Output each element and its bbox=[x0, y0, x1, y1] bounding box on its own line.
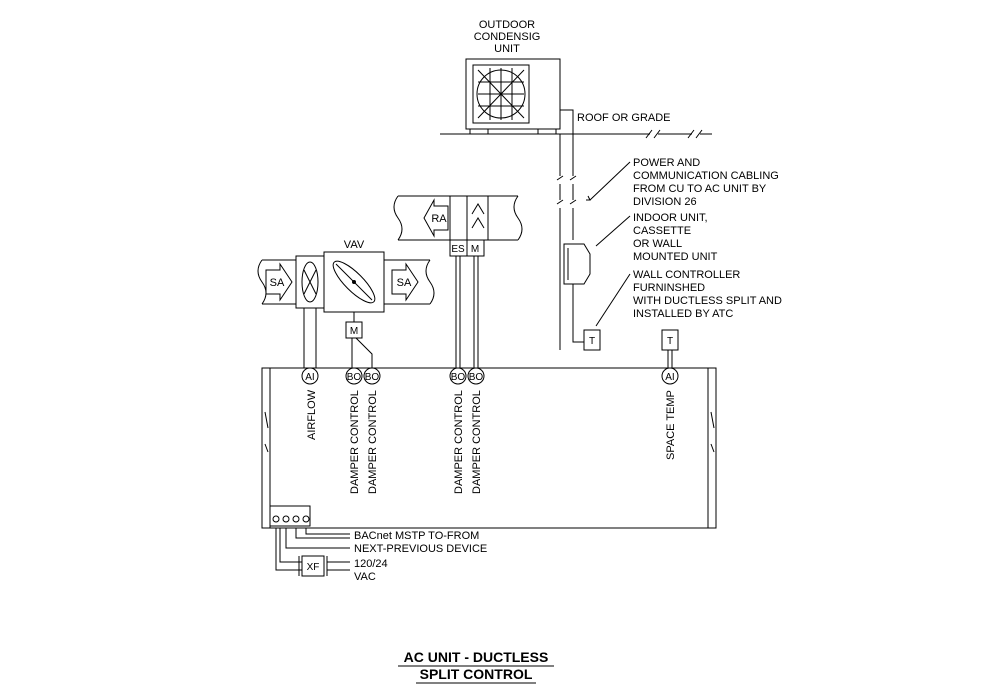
outdoor-label-line3: UNIT bbox=[494, 43, 520, 55]
bacnet-wiring-line1 bbox=[295, 528, 350, 539]
cabling-note-arrow-icon bbox=[586, 195, 591, 201]
terminal-block bbox=[269, 505, 311, 527]
vav-damper-blade-icon bbox=[332, 260, 376, 304]
supply-air-duct-downstream bbox=[384, 259, 435, 305]
io-space-temp-ai-label: AI bbox=[665, 372, 674, 383]
vav-motor-wires bbox=[351, 337, 373, 368]
controller-note-line1: WALL CONTROLLER bbox=[633, 269, 740, 281]
indoor-to-controller-wire bbox=[572, 284, 584, 343]
space-temp-wires bbox=[667, 350, 673, 368]
bacnet-label-line2: NEXT-PREVIOUS DEVICE bbox=[354, 543, 487, 555]
condenser-fan-icon bbox=[476, 68, 526, 120]
io-ra-bo1-label: BO bbox=[451, 372, 466, 383]
controller-note-leader bbox=[595, 273, 631, 327]
return-damper-box bbox=[449, 195, 489, 241]
io-terminal-ra-bo2 bbox=[467, 367, 485, 385]
outdoor-unit-foot-right bbox=[537, 128, 557, 135]
supply-air-label-downstream: SA bbox=[397, 277, 412, 289]
transformer-secondary-wires bbox=[275, 528, 302, 571]
supply-air-arrow-upstream-icon bbox=[265, 262, 293, 302]
return-air-arrow-icon bbox=[423, 198, 449, 238]
controller-din-rails bbox=[269, 368, 709, 528]
bacnet-label-line1: BACnet MSTP TO-FROM bbox=[354, 530, 479, 542]
io-terminal-ra-bo1 bbox=[449, 367, 467, 385]
controller-note-line2: FURNINSHED bbox=[633, 282, 705, 294]
vav-motor-label: M bbox=[350, 326, 358, 337]
airflow-sensor-ring bbox=[301, 261, 319, 303]
transformer-label: XF bbox=[307, 562, 320, 573]
supply-air-arrow-downstream-icon bbox=[391, 262, 419, 302]
damper-blades-icon bbox=[471, 203, 485, 229]
point-airflow: AIRFLOW bbox=[306, 389, 318, 440]
controller-brand-mark-left-icon bbox=[264, 411, 269, 453]
end-switch-label: ES bbox=[451, 244, 465, 255]
controller-note-line3: WITH DUCTLESS SPLIT AND bbox=[633, 295, 782, 307]
wall-controller-t-label: T bbox=[589, 336, 595, 347]
diagram-title-line2: SPLIT CONTROL bbox=[420, 666, 533, 682]
cabling-note-line1: POWER AND bbox=[633, 157, 700, 169]
return-damper-motor-label: M bbox=[471, 244, 479, 255]
indoor-note-leader bbox=[595, 215, 631, 247]
roof-grade-label: ROOF OR GRADE bbox=[577, 112, 671, 124]
outdoor-label-line1: OUTDOOR bbox=[479, 19, 535, 31]
point-damper-control-vav2: DAMPER CONTROL bbox=[367, 390, 379, 494]
io-ra-bo2-label: BO bbox=[469, 372, 484, 383]
cabling-note-line2: COMMUNICATION CABLING bbox=[633, 170, 779, 182]
io-terminal-vav-bo1 bbox=[345, 367, 363, 385]
point-space-temp: SPACE TEMP bbox=[665, 390, 677, 460]
outdoor-condensing-unit: OUTDOOR CONDENSIG UNIT bbox=[465, 19, 561, 135]
io-terminal-vav-bo2 bbox=[363, 367, 381, 385]
io-terminal-airflow bbox=[301, 367, 319, 385]
indoor-note-line3: OR WALL bbox=[633, 238, 682, 250]
supply-air-label-upstream: SA bbox=[270, 277, 285, 289]
transformer-primary-wires bbox=[327, 561, 350, 571]
vav-label: VAV bbox=[344, 239, 365, 251]
io-vav-bo1-label: BO bbox=[347, 372, 362, 383]
return-air-label: RA bbox=[431, 213, 447, 225]
refrigerant-cabling-run bbox=[556, 109, 577, 350]
point-damper-control-ra1: DAMPER CONTROL bbox=[453, 390, 465, 494]
indoor-note-line4: MOUNTED UNIT bbox=[633, 251, 718, 263]
roof-grade-line bbox=[440, 129, 712, 139]
vav-motor-box bbox=[345, 321, 363, 339]
io-airflow-ai-label: AI bbox=[305, 372, 314, 383]
bacnet-wiring-line2 bbox=[285, 528, 350, 549]
cabling-note-leader bbox=[589, 161, 631, 201]
cabling-note-line3: FROM CU TO AC UNIT BY bbox=[633, 183, 767, 195]
indoor-note-line2: CASSETTE bbox=[633, 225, 691, 237]
controller-enclosure bbox=[261, 367, 717, 529]
power-label-line1: 120/24 bbox=[354, 558, 388, 570]
wall-controller-thermostat bbox=[583, 329, 601, 351]
power-label-line2: VAC bbox=[354, 571, 376, 583]
indoor-unit-cassette bbox=[563, 243, 591, 285]
airflow-sensor-cross-icon bbox=[303, 269, 317, 295]
indoor-note-line1: INDOOR UNIT, bbox=[633, 212, 708, 224]
airflow-sensor-tubes bbox=[303, 308, 317, 368]
io-terminal-space-temp bbox=[661, 367, 679, 385]
point-damper-control-ra2: DAMPER CONTROL bbox=[471, 390, 483, 494]
outdoor-label-line2: CONDENSIG bbox=[474, 31, 541, 43]
io-vav-bo2-label: BO bbox=[365, 372, 380, 383]
outdoor-unit-foot-left bbox=[469, 128, 489, 135]
return-damper-wires bbox=[455, 256, 479, 368]
condenser-coil-grille bbox=[472, 64, 530, 124]
cabling-note-line4: DIVISION 26 bbox=[633, 196, 697, 208]
supply-air-duct-upstream bbox=[257, 259, 296, 305]
return-damper-motor-box bbox=[466, 239, 485, 257]
point-damper-control-vav1: DAMPER CONTROL bbox=[349, 390, 361, 494]
space-temp-sensor-label: T bbox=[667, 336, 673, 347]
space-temp-sensor-box bbox=[661, 329, 679, 351]
return-air-duct bbox=[393, 195, 523, 241]
diagram-title-line1: AC UNIT - DUCTLESS bbox=[404, 649, 549, 665]
controller-note-line4: INSTALLED BY ATC bbox=[633, 308, 733, 320]
controller-brand-mark-right-icon bbox=[710, 411, 715, 453]
transformer-box bbox=[301, 555, 325, 577]
